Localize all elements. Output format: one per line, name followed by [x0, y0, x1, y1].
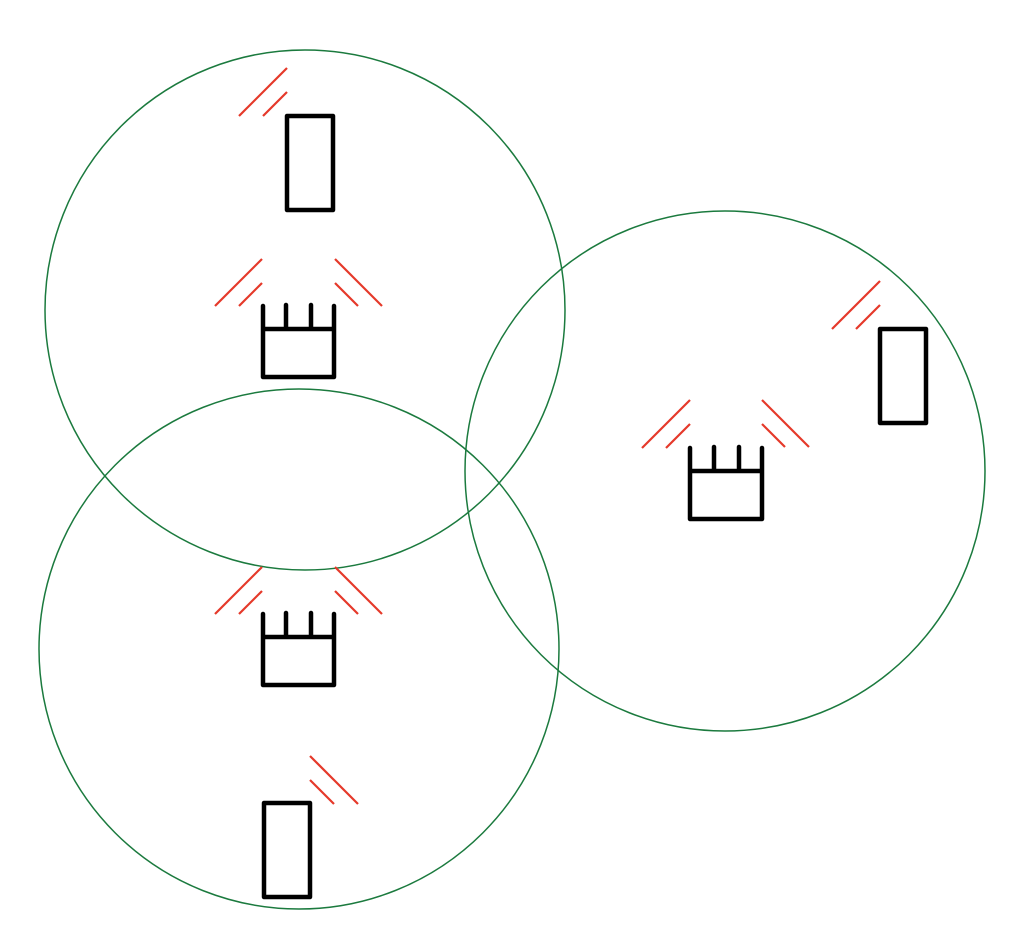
- signal-line: [855, 304, 881, 330]
- cell-right: [464, 210, 986, 732]
- phone-icon: [261, 755, 359, 900]
- signal-waves-right: [334, 258, 383, 307]
- signal-line: [334, 282, 359, 307]
- cell-top-left: [44, 49, 566, 571]
- signal-line: [761, 423, 786, 448]
- signal-line: [641, 399, 691, 449]
- signal-line: [309, 755, 359, 805]
- router-icon: [214, 258, 383, 380]
- phone-body: [877, 326, 929, 426]
- signal-line: [214, 258, 263, 307]
- router-body: [687, 444, 765, 522]
- phone-body: [284, 113, 336, 213]
- router-body: [260, 302, 337, 380]
- phone-signal-waves: [238, 67, 288, 117]
- phone-signal-waves: [309, 755, 359, 805]
- signal-line: [665, 423, 691, 449]
- signal-line: [214, 566, 263, 615]
- phone-icon: [238, 67, 336, 213]
- signal-line: [831, 280, 881, 330]
- signal-line: [238, 67, 288, 117]
- router-icon: [214, 566, 383, 688]
- coverage-circle: [464, 210, 986, 732]
- signal-waves-left: [214, 566, 263, 615]
- signal-line: [761, 399, 810, 448]
- signal-line: [262, 91, 288, 117]
- signal-waves-left: [214, 258, 263, 307]
- signal-line: [334, 566, 383, 615]
- router-body: [260, 610, 337, 688]
- signal-line: [309, 779, 335, 805]
- coverage-circle: [38, 388, 560, 910]
- coverage-circle: [44, 49, 566, 571]
- signal-line: [334, 590, 359, 615]
- phone-body: [261, 800, 313, 900]
- signal-line: [238, 282, 263, 307]
- signal-line: [334, 258, 383, 307]
- signal-waves-right: [761, 399, 810, 448]
- phone-signal-waves: [831, 280, 881, 330]
- signal-line: [238, 590, 263, 615]
- signal-waves-left: [641, 399, 691, 449]
- phone-icon: [831, 280, 929, 426]
- router-icon: [641, 399, 810, 522]
- cell-bottom-left: [38, 388, 560, 910]
- signal-waves-right: [334, 566, 383, 615]
